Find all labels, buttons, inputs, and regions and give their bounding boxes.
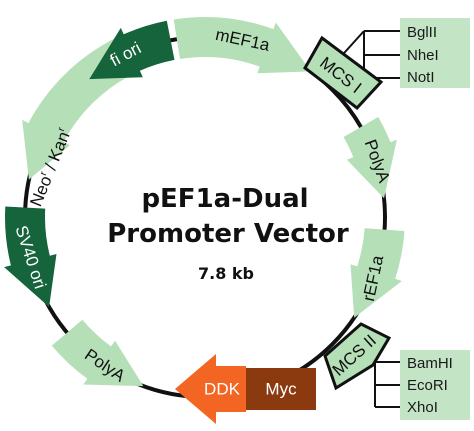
polya-bottom-segment — [51, 319, 144, 387]
mcs1-sites-box — [400, 18, 470, 88]
mcs2-site-2: EcoRI — [407, 377, 448, 394]
myc-label: Myc — [265, 379, 297, 398]
mcs1-site-2: NheI — [407, 47, 439, 64]
mcs1-segment — [303, 35, 384, 111]
mcs2-site-3: XhoI — [407, 399, 438, 416]
mef1a-segment — [173, 17, 311, 74]
ref1a-segment — [350, 228, 405, 318]
mcs2-site-1: BamHI — [407, 355, 453, 372]
mcs2-sites-box — [400, 350, 470, 420]
polya-right-segment — [343, 117, 397, 199]
mcs2-segment — [323, 322, 392, 391]
vector-title-line2: Promoter Vector — [107, 219, 349, 249]
fi-ori-segment — [89, 20, 175, 80]
myc-tag — [246, 368, 316, 410]
ddk-label: DDK — [204, 379, 241, 398]
mcs1-site-3: NotI — [407, 69, 435, 86]
vector-title-line1: pEF1a-Dual — [141, 184, 308, 214]
mcs1-site-1: BglII — [407, 24, 437, 41]
sv40-ori-segment — [4, 206, 57, 307]
ddk-tag — [175, 354, 246, 424]
vector-size: 7.8 kb — [198, 264, 254, 283]
